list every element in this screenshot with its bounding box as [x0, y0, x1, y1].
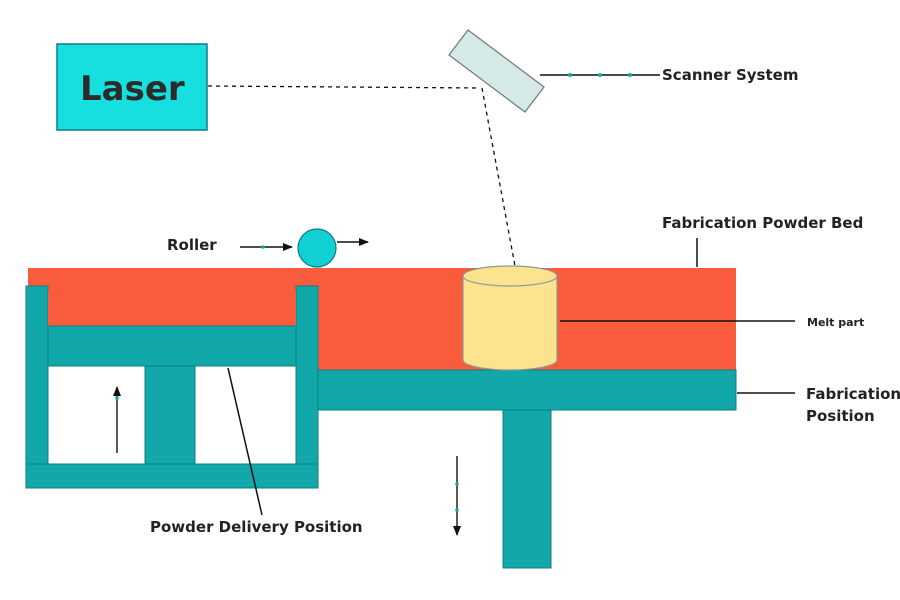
- fabrication-position-label-2: Position: [806, 407, 875, 425]
- laser-box: [56, 43, 208, 131]
- laser-unit: Laser: [56, 43, 208, 131]
- leader-dot: [598, 73, 602, 77]
- fabrication-position-label-1: Fabrication: [806, 385, 900, 403]
- melt-part: [462, 265, 558, 371]
- delivery-piston: [144, 365, 196, 465]
- powder-delivery-leader: [227, 367, 263, 516]
- fabrication-piston: [502, 409, 552, 569]
- fabrication-platform: [317, 369, 737, 411]
- powder-delivery-label: Powder Delivery Position: [150, 518, 363, 536]
- roller-label: Roller: [167, 236, 217, 254]
- melt-part-body: [462, 275, 558, 371]
- leader-dot: [455, 508, 459, 512]
- roller: [297, 228, 337, 268]
- laser-beam-horizontal: [207, 85, 481, 89]
- right-divider-wall: [295, 285, 319, 489]
- chamber-floor: [25, 463, 319, 489]
- leader-dot: [455, 482, 459, 486]
- powder-bed-label: Fabrication Powder Bed: [662, 214, 863, 232]
- delivery-platform: [47, 325, 297, 367]
- scanner-label: Scanner System: [662, 66, 798, 84]
- powder-delivery-chamber: [25, 285, 319, 489]
- leader-dot: [115, 396, 119, 400]
- leader-dot: [628, 73, 632, 77]
- delivery-powder: [48, 290, 296, 326]
- left-outer-wall: [25, 285, 49, 489]
- melt-part-label: Melt part: [807, 316, 864, 329]
- melt-part-top: [462, 265, 558, 287]
- laser-beam-down: [481, 87, 516, 267]
- leader-dot: [568, 73, 572, 77]
- scanner-mirror: [448, 29, 545, 113]
- laser-label: Laser: [80, 69, 185, 109]
- leader-dot: [261, 245, 265, 249]
